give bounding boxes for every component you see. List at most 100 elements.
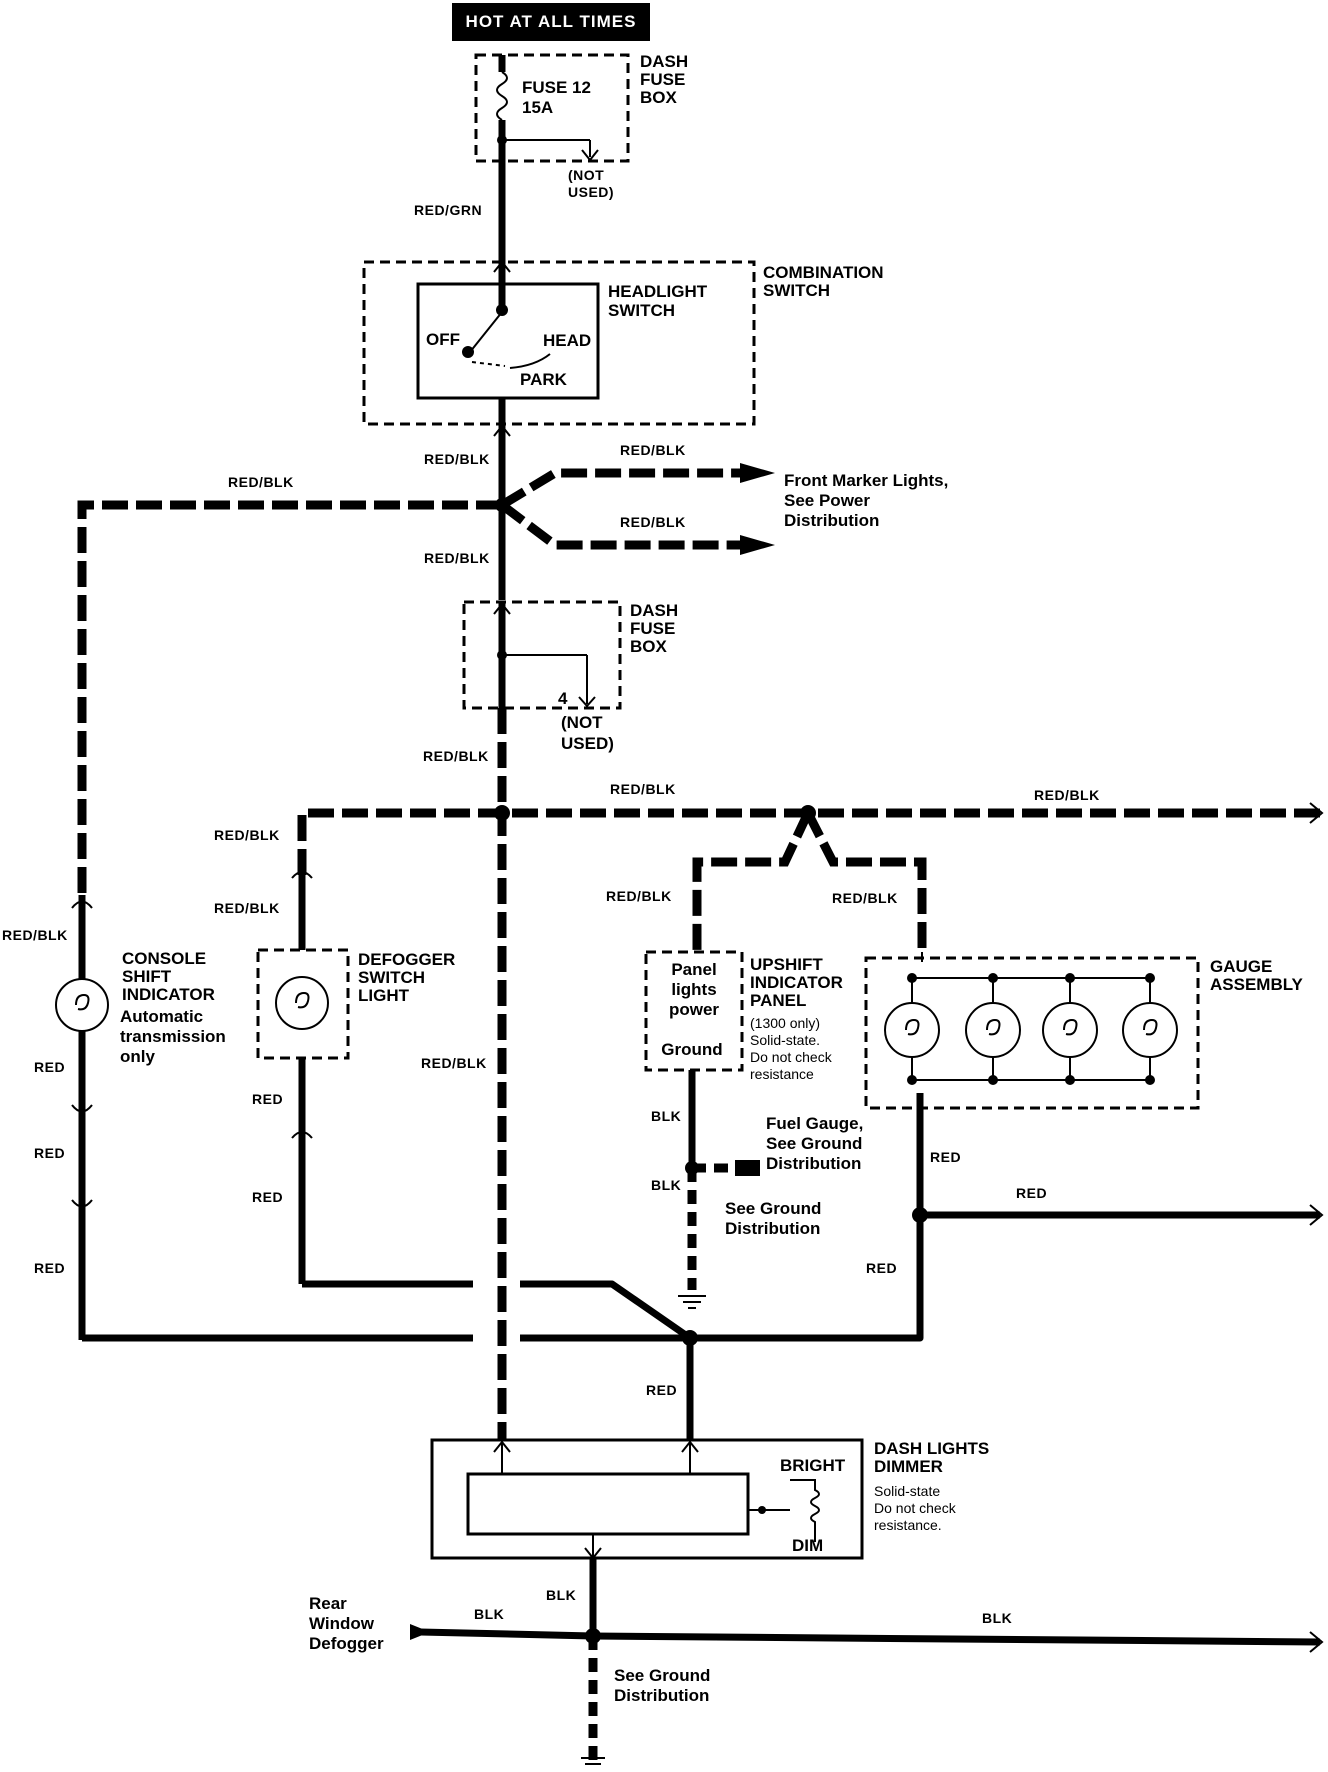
dimmer-dim: DIM	[792, 1536, 823, 1555]
hot-label: HOT AT ALL TIMES	[466, 12, 637, 31]
dash-fuse-box-label-2: FUSE	[640, 70, 685, 89]
wire-red-blk-upshift	[692, 811, 813, 952]
headlight-switch-label-2: SWITCH	[608, 301, 675, 320]
wire-label-red-blk-3: RED/BLK	[423, 748, 489, 764]
ground-bottom-label-1: See Ground	[614, 1666, 710, 1685]
fuse12-label: FUSE 12	[522, 78, 591, 97]
upshift-note-3: Do not check	[750, 1049, 833, 1065]
gauge-assembly-label-1: GAUGE	[1210, 957, 1272, 976]
wire-label-red-blk-def-1: RED/BLK	[214, 827, 280, 843]
upshift-label-1: UPSHIFT	[750, 955, 823, 974]
switch-off: OFF	[426, 330, 460, 349]
front-marker-label-2: See Power	[784, 491, 870, 510]
ground-mid-label-1: See Ground	[725, 1199, 821, 1218]
wire-label-red-blk-up: RED/BLK	[606, 888, 672, 904]
wire-label-red-grn: RED/GRN	[414, 202, 482, 218]
front-marker-label-3: Distribution	[784, 511, 879, 530]
panel-lights-1: Panel	[671, 960, 716, 979]
switch-head: HEAD	[543, 331, 591, 350]
dash-fuse-box-top: FUSE 12 15A DASH FUSE BOX (NOT USED)	[474, 52, 688, 200]
hot-at-all-times-banner: HOT AT ALL TIMES	[452, 3, 650, 41]
wire-label-red-blk-def-2: RED/BLK	[214, 900, 280, 916]
front-marker-label-1: Front Marker Lights,	[784, 471, 948, 490]
defogger-label-3: LIGHT	[358, 986, 410, 1005]
wire-red-defogger-return-2	[520, 1280, 692, 1341]
wire-label-red-dimmer: RED	[646, 1382, 677, 1398]
dimmer-note-2: Do not check	[874, 1500, 957, 1516]
dimmer-label-1: DASH LIGHTS	[874, 1439, 989, 1458]
dimmer-bright: BRIGHT	[780, 1456, 846, 1475]
wire-label-red-blk-console: RED/BLK	[2, 927, 68, 943]
dimmer-note-1: Solid-state	[874, 1483, 940, 1499]
wire-label-red-blk-1: RED/BLK	[424, 451, 490, 467]
upshift-label-3: PANEL	[750, 991, 806, 1010]
console-shift-note-3: only	[120, 1047, 155, 1066]
ground-mid-label-2: Distribution	[725, 1219, 820, 1238]
wire-label-red-g1: RED	[930, 1149, 961, 1165]
wire-label-red-blk-fm2: RED/BLK	[620, 514, 686, 530]
fuel-gauge-label-2: See Ground	[766, 1134, 862, 1153]
rear-defogger-label-2: Window	[309, 1614, 375, 1633]
wire-label-red-blk-gg: RED/BLK	[832, 890, 898, 906]
gauge-assembly: GAUGE ASSEMBLY	[864, 952, 1304, 1110]
not-used-label-1: (NOT	[568, 167, 604, 183]
panel-lights-3: power	[669, 1000, 719, 1019]
wire-label-blk-3: BLK	[546, 1587, 576, 1603]
console-shift-label-1: CONSOLE	[122, 949, 206, 968]
fuel-gauge-label-1: Fuel Gauge,	[766, 1114, 863, 1133]
wire-red-blk-bus	[297, 808, 1320, 875]
wire-label-blk-1: BLK	[651, 1108, 681, 1124]
wire-label-red-blk-2: RED/BLK	[424, 550, 490, 566]
not-used-mid-2: USED)	[561, 734, 614, 753]
wire-label-blk-2: BLK	[651, 1177, 681, 1193]
upshift-indicator-panel: Panel lights power Ground UPSHIFT INDICA…	[644, 950, 843, 1082]
switch-park: PARK	[520, 370, 568, 389]
wire-label-red-d2: RED	[252, 1189, 283, 1205]
console-shift-indicator: CONSOLE SHIFT INDICATOR Automatic transm…	[2, 895, 226, 1340]
gauge-assembly-label-2: ASSEMBLY	[1210, 975, 1304, 994]
dash-fuse-box-label-1: DASH	[640, 52, 688, 71]
console-shift-note-2: transmission	[120, 1027, 226, 1046]
defogger-label-2: SWITCH	[358, 968, 425, 987]
dash-fuse-box-mid-label-1: DASH	[630, 601, 678, 620]
rear-defogger-label-3: Defogger	[309, 1634, 384, 1653]
dimmer-label-2: DIMMER	[874, 1457, 943, 1476]
wire-label-red-g2: RED	[1016, 1185, 1047, 1201]
wire-label-red-d1: RED	[252, 1091, 283, 1107]
combination-switch: OFF HEAD PARK HEADLIGHT SWITCH COMBINATI…	[362, 260, 884, 426]
ground-bottom-label-2: Distribution	[614, 1686, 709, 1705]
combination-switch-label-1: COMBINATION	[763, 263, 884, 282]
not-used-mid-1: (NOT	[561, 713, 603, 732]
wire-label-blk-5: BLK	[982, 1610, 1012, 1626]
wire-label-red-c1: RED	[34, 1059, 65, 1075]
upshift-label-2: INDICATOR	[750, 973, 843, 992]
console-shift-label-3: INDICATOR	[122, 985, 215, 1004]
wire-front-marker-1	[499, 468, 745, 509]
wire-front-marker-2	[499, 501, 745, 550]
wire-red-blk-gauge	[803, 810, 927, 952]
dash-fuse-box-mid-label-2: FUSE	[630, 619, 675, 638]
dimmer-note-3: resistance.	[874, 1517, 942, 1533]
headlight-switch-label-1: HEADLIGHT	[608, 282, 708, 301]
wire-label-blk-4: BLK	[474, 1606, 504, 1622]
dash-fuse-box-mid-label-3: BOX	[630, 637, 668, 656]
fuse12-amps: 15A	[522, 98, 553, 117]
wire-label-red-c3: RED	[34, 1260, 65, 1276]
dash-fuse-box-label-3: BOX	[640, 88, 678, 107]
wire-label-red-c2: RED	[34, 1145, 65, 1161]
panel-ground: Ground	[661, 1040, 722, 1059]
wire-blk-rear-defogger	[419, 1628, 1321, 1646]
defogger-switch-light: DEFOGGER SWITCH LIGHT RED RED	[252, 870, 455, 1284]
console-shift-note-1: Automatic	[120, 1007, 203, 1026]
wire-label-red-blk-left: RED/BLK	[228, 474, 294, 490]
rear-defogger-label-1: Rear	[309, 1594, 347, 1613]
wire-label-red-g3: RED	[866, 1260, 897, 1276]
defogger-label-1: DEFOGGER	[358, 950, 455, 969]
combination-switch-label-2: SWITCH	[763, 281, 830, 300]
not-used-label-2: USED)	[568, 184, 614, 200]
wire-red-blk-console	[77, 500, 502, 900]
dash-fuse-box-mid: 4 DASH FUSE BOX (NOT USED)	[462, 600, 678, 753]
panel-lights-2: lights	[671, 980, 716, 999]
wire-label-red-blk-fm1: RED/BLK	[620, 442, 686, 458]
console-shift-label-2: SHIFT	[122, 967, 172, 986]
